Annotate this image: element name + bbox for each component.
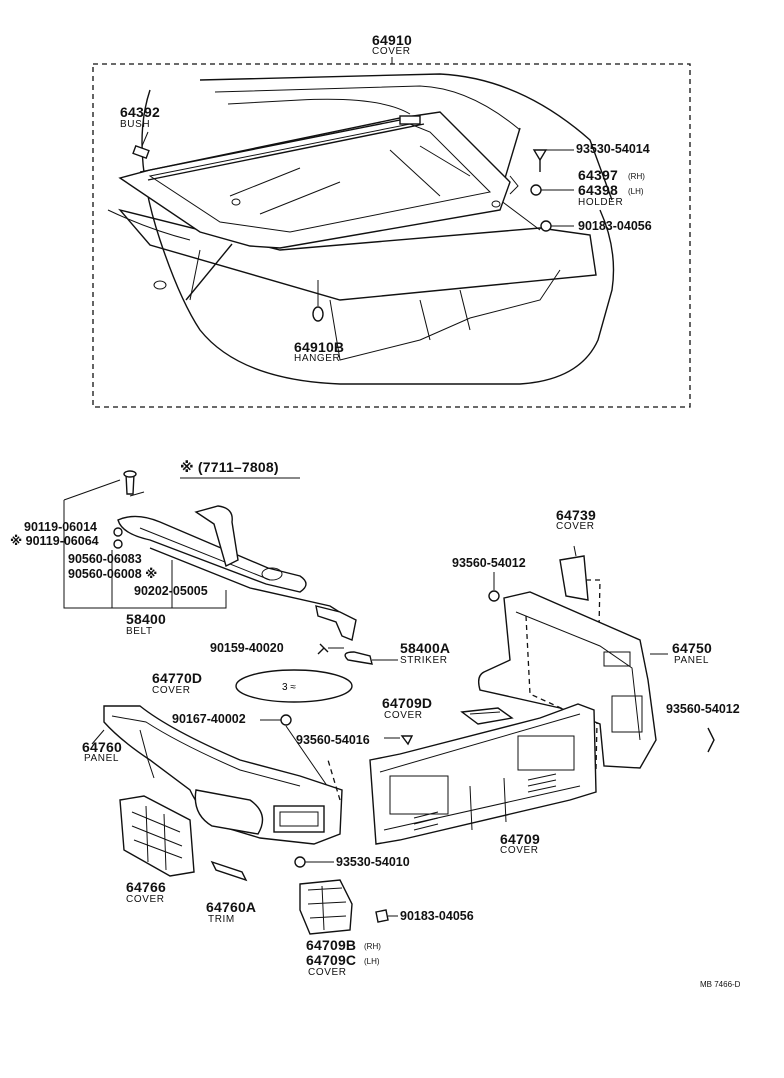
cover-64709bc	[294, 856, 398, 935]
holder-lh-tag: (LH)	[628, 187, 644, 196]
cover-64766-name: COVER	[126, 894, 165, 905]
washer-90560-06083: 90560-06083	[68, 552, 142, 566]
cover-64709c-part-no: 64709C	[306, 952, 357, 968]
screw-90159-40020: 90159-40020	[210, 641, 284, 655]
holder-name: HOLDER	[578, 197, 624, 208]
clip-90183-04056-lower: 90183-04056	[400, 909, 474, 923]
cover-64709c-tag: (LH)	[364, 957, 380, 966]
cover-64739-name: COVER	[556, 521, 595, 532]
panel-64760-part-no: 64760	[82, 739, 122, 755]
screw-93560-54012-right: 93560-54012	[666, 702, 740, 716]
date-range-note: ※ (7711–7808)	[180, 459, 279, 475]
belt-name: BELT	[126, 626, 153, 637]
svg-text:3 ≈: 3 ≈	[282, 682, 296, 693]
cover-64770d-name: COVER	[152, 685, 191, 696]
bush-part	[132, 131, 150, 160]
hardware-top	[312, 149, 574, 322]
package-tray-cover	[118, 111, 511, 249]
striker-name: STRIKER	[400, 655, 448, 666]
washer-90560-06008: 90560-06008 ※	[68, 567, 158, 581]
bolt-90119-06014: 90119-06014	[24, 520, 97, 534]
cover-64709d-part-no: 64709D	[382, 695, 433, 711]
cover-64910-name: COVER	[372, 46, 411, 57]
cover-64709b-part-no: 64709B	[306, 937, 357, 953]
bolt-90119-06064: ※ 90119-06064	[10, 534, 99, 548]
panel-64750-name: PANEL	[674, 655, 710, 666]
leader-lines	[129, 491, 341, 801]
cover-64709b-tag: (RH)	[364, 942, 381, 951]
hanger-name: HANGER	[294, 353, 341, 364]
cover-64766-part-no: 64766	[126, 879, 166, 895]
cover-64910-part-no: 64910	[372, 32, 412, 48]
cover-64709	[369, 703, 597, 845]
top-assembly-frame	[92, 57, 691, 408]
belt-part-no: 58400	[126, 611, 166, 627]
bush-name: BUSH	[120, 119, 151, 130]
trim-part-no: 64760A	[206, 899, 257, 915]
holder-rh-part-no: 64397	[578, 167, 618, 183]
holder-lh-part-no: 64398	[578, 182, 618, 198]
cover-64709-part-no: 64709	[500, 831, 540, 847]
striker-part	[317, 643, 398, 665]
washer-90202-05005: 90202-05005	[134, 584, 208, 598]
holder-rh-tag: (RH)	[628, 172, 645, 181]
screw-93560-54016: 93560-54016	[296, 733, 370, 747]
cover-64766	[119, 795, 195, 877]
trim-64760a	[210, 860, 248, 882]
screw-93560-54012-upper: 93560-54012	[452, 556, 526, 570]
cover-64770d-part-no: 64770D	[152, 670, 203, 686]
screw-93530-54014-part-no: 93530-54014	[576, 142, 650, 156]
cover-64709-name: COVER	[500, 845, 539, 856]
trim-name: TRIM	[208, 914, 235, 925]
screw-93530-54010: 93530-54010	[336, 855, 410, 869]
hanger-part-no: 64910B	[294, 339, 345, 355]
clip-90183-04056-part-no: 90183-04056	[578, 219, 652, 233]
cover-64709bc-name: COVER	[308, 967, 347, 978]
belt-assembly	[63, 470, 357, 641]
panel-64760-name: PANEL	[84, 753, 120, 764]
striker-part-no: 58400A	[400, 640, 451, 656]
bush-part-no: 64392	[120, 104, 160, 120]
round-cover-64770d: 3 ≈	[235, 669, 353, 703]
cover-64739-part-no: 64739	[556, 507, 596, 523]
screw-90167-40002: 90167-40002	[172, 712, 246, 726]
cover-64739	[559, 545, 601, 771]
figure-reference-code: MB 7466-D	[700, 980, 741, 989]
cover-64709d	[384, 707, 514, 746]
panel-64750-part-no: 64750	[672, 640, 712, 656]
screw-90167	[260, 714, 331, 791]
screw-93560-upper	[488, 572, 500, 602]
panel-64760	[91, 705, 343, 845]
cover-64709d-name: COVER	[384, 710, 423, 721]
